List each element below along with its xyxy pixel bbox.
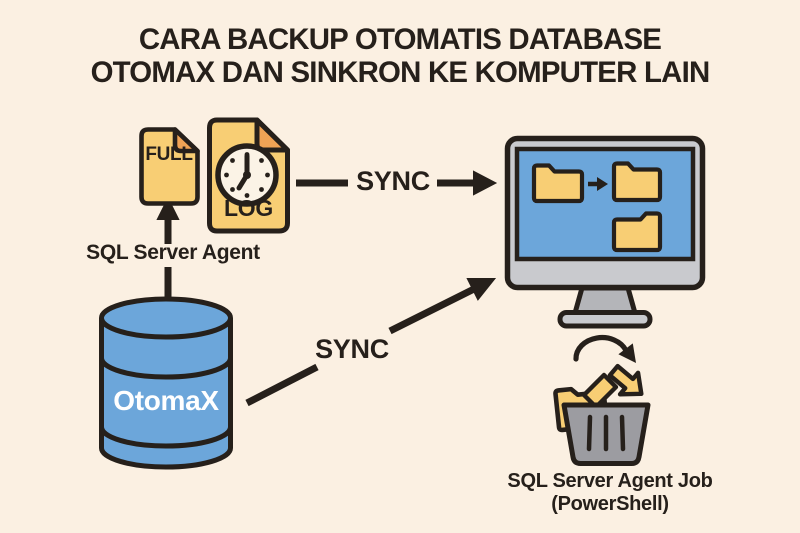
monitor-stand-neck [572,285,638,316]
document-fold [172,127,200,154]
database-top [99,296,233,340]
sync-diagonal-arrow [245,278,497,407]
sync-top-label: SYNC [356,166,430,196]
folder-transfer-arrow-icon [531,161,663,253]
title-line1: CARA BACKUP OTOMATIS DATABASE [138,23,662,56]
clock-icon [215,143,279,207]
page-title: CARA BACKUP OTOMATIS DATABASE OTOMAX DAN… [0,23,800,89]
broken-arrow-piece [607,363,644,397]
sync-diagonal-label: SYNC [315,334,389,364]
database-body [99,318,233,470]
database-cylinder-icon [99,296,233,470]
log-doc-label: LOG [224,195,273,221]
job-label-line1: SQL Server Agent Job [507,470,713,492]
folder-icon [531,163,585,204]
recycle-arrow-icon [573,334,636,363]
folder-icon [611,161,663,203]
monitor-folders-icon [504,135,706,329]
title-line2: OTOMAX DAN SINKRON KE KOMPUTER LAIN [90,56,711,89]
monitor-stand-base [557,310,653,329]
broken-piece [581,372,619,410]
full-document-icon [139,127,200,206]
job-label-line2: (PowerShell) [551,493,669,515]
full-doc-label: FULL [145,144,193,165]
job-label: SQL Server Agent Job (PowerShell) [499,470,721,516]
sync-top-arrow [296,170,498,196]
database-label: OtomaX [113,385,219,416]
folder-icon [611,211,663,253]
sql-server-agent-label: SQL Server Agent [86,241,260,264]
recycle-trash-icon [553,334,651,466]
log-document-clock-icon [207,117,290,234]
document-fold [254,117,290,153]
sql-agent-up-arrow [156,196,180,301]
